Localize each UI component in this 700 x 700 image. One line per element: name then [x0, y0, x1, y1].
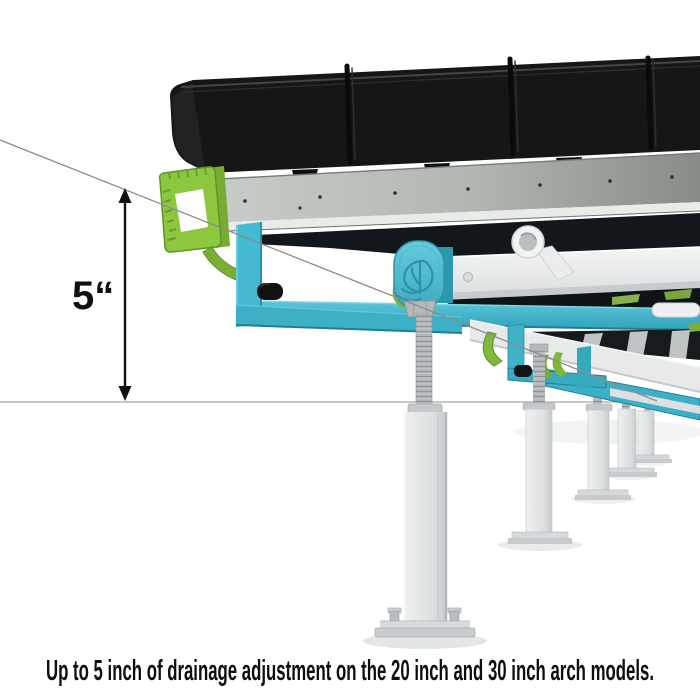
far-pipe [651, 302, 700, 318]
rear-clamp-3 [552, 352, 567, 377]
threaded-rod [415, 314, 433, 412]
caption-text: Up to 5 inch of drainage adjustment on t… [46, 655, 654, 687]
leaf-logo-icon [396, 259, 434, 302]
pvc-drain-pipe [511, 225, 575, 281]
rear-arch-2 [482, 323, 607, 544]
rear-arch-3 [552, 346, 591, 390]
drainage-tray [170, 55, 700, 178]
front-leg [374, 314, 476, 638]
rear-clamp-1 [482, 331, 503, 367]
dimension-label: 5“ [72, 274, 114, 318]
leg-post [403, 412, 447, 622]
beam-plug [463, 272, 473, 282]
handle-ribs [162, 167, 207, 241]
leg-collar [407, 403, 443, 414]
far-rail-small [610, 388, 700, 414]
side-rail [182, 152, 700, 234]
green-slat-2 [664, 289, 692, 300]
adjustment-knob-rear [514, 365, 532, 377]
adjustment-knob [257, 283, 283, 300]
underside-sliver [443, 288, 700, 310]
arch-frame-front [235, 222, 463, 334]
tray-ribs [344, 55, 657, 165]
green-slat-1 [612, 294, 640, 305]
hex-nut [403, 300, 437, 318]
tray-underside [236, 213, 700, 258]
rail-holes [243, 175, 674, 210]
slope-reference-line [0, 139, 658, 402]
dimension-arrow [118, 188, 132, 401]
